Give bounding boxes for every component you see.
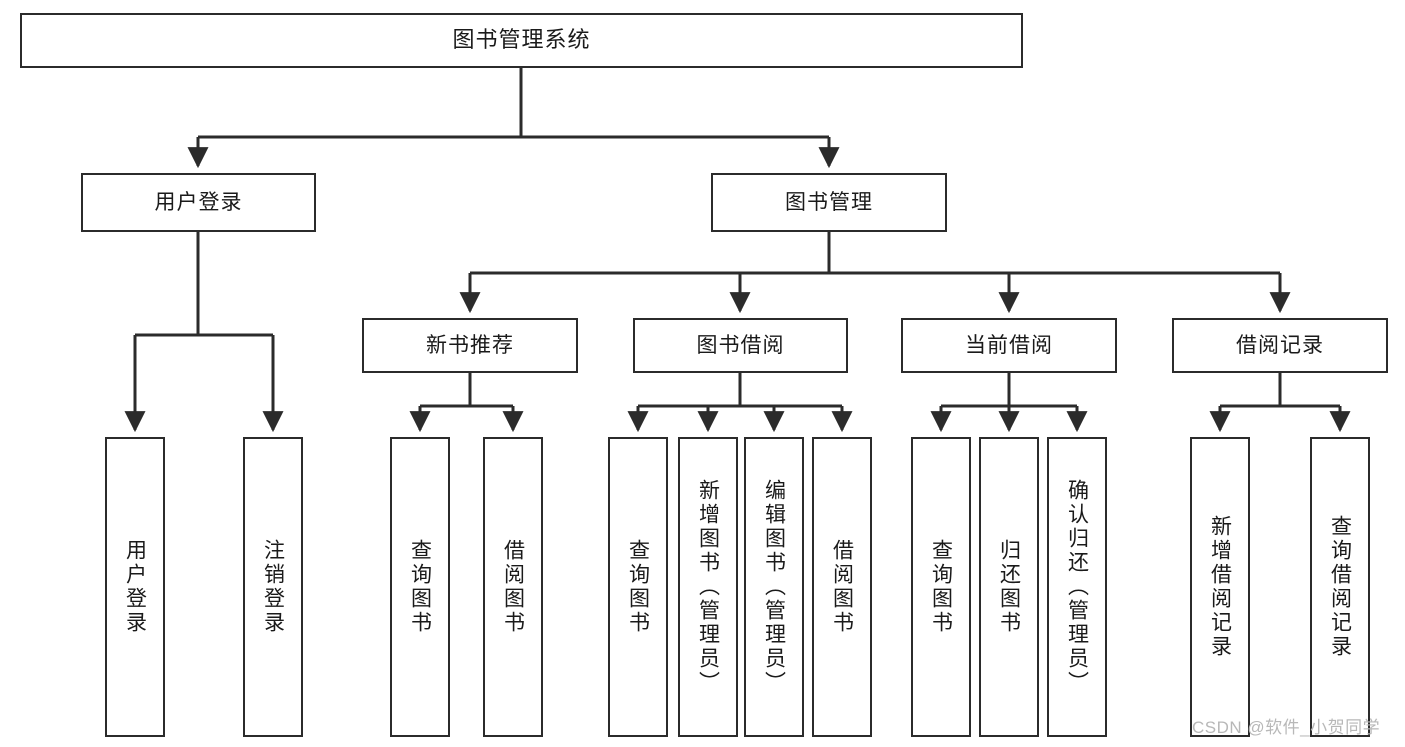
node-label: 新增借阅记录 (1208, 515, 1232, 659)
node-label: 查询借阅记录 (1328, 515, 1352, 659)
node-label: 用户登录 (123, 539, 147, 635)
node-leaf-user-login[interactable]: 用户登录 (105, 437, 165, 737)
node-label: 注销登录 (261, 539, 285, 635)
node-label: 查询图书 (408, 539, 432, 635)
node-book-management[interactable]: 图书管理 (711, 173, 947, 232)
node-borrow-records[interactable]: 借阅记录 (1172, 318, 1388, 373)
node-current-borrowing[interactable]: 当前借阅 (901, 318, 1117, 373)
node-book-borrowing[interactable]: 图书借阅 (633, 318, 848, 373)
node-label: 图书管理系统 (452, 27, 591, 53)
node-label: 编辑图书（管理员） (762, 479, 786, 695)
node-leaf-records-query-record[interactable]: 查询借阅记录 (1310, 437, 1370, 737)
node-leaf-current-return-books[interactable]: 归还图书 (979, 437, 1039, 737)
node-leaf-newbook-borrow-books[interactable]: 借阅图书 (483, 437, 543, 737)
node-leaf-current-confirm-return-admin[interactable]: 确认归还（管理员） (1047, 437, 1107, 737)
node-root-book-management-system[interactable]: 图书管理系统 (20, 13, 1023, 68)
node-leaf-borrow-query-books[interactable]: 查询图书 (608, 437, 668, 737)
node-label: 借阅记录 (1236, 333, 1324, 357)
node-label: 归还图书 (997, 539, 1021, 635)
node-leaf-borrow-add-book-admin[interactable]: 新增图书（管理员） (678, 437, 738, 737)
node-label: 借阅图书 (830, 539, 854, 635)
node-user-login[interactable]: 用户登录 (81, 173, 316, 232)
node-new-book-recommendation[interactable]: 新书推荐 (362, 318, 578, 373)
node-label: 确认归还（管理员） (1065, 479, 1089, 695)
node-label: 新增图书（管理员） (696, 479, 720, 695)
node-label: 当前借阅 (965, 333, 1053, 357)
node-label: 图书借阅 (696, 333, 785, 357)
node-leaf-current-query-books[interactable]: 查询图书 (911, 437, 971, 737)
node-label: 图书管理 (785, 190, 873, 214)
node-leaf-borrow-borrow-books[interactable]: 借阅图书 (812, 437, 872, 737)
node-label: 借阅图书 (501, 539, 525, 635)
node-leaf-newbook-query-books[interactable]: 查询图书 (390, 437, 450, 737)
node-label: 新书推荐 (426, 333, 514, 357)
csdn-watermark: CSDN @软件_小贺同学 (1192, 718, 1381, 737)
node-leaf-borrow-edit-book-admin[interactable]: 编辑图书（管理员） (744, 437, 804, 737)
node-label: 查询图书 (929, 539, 953, 635)
node-leaf-user-logout[interactable]: 注销登录 (243, 437, 303, 737)
node-label: 查询图书 (626, 539, 650, 635)
node-label: 用户登录 (154, 190, 243, 214)
node-leaf-records-add-record[interactable]: 新增借阅记录 (1190, 437, 1250, 737)
